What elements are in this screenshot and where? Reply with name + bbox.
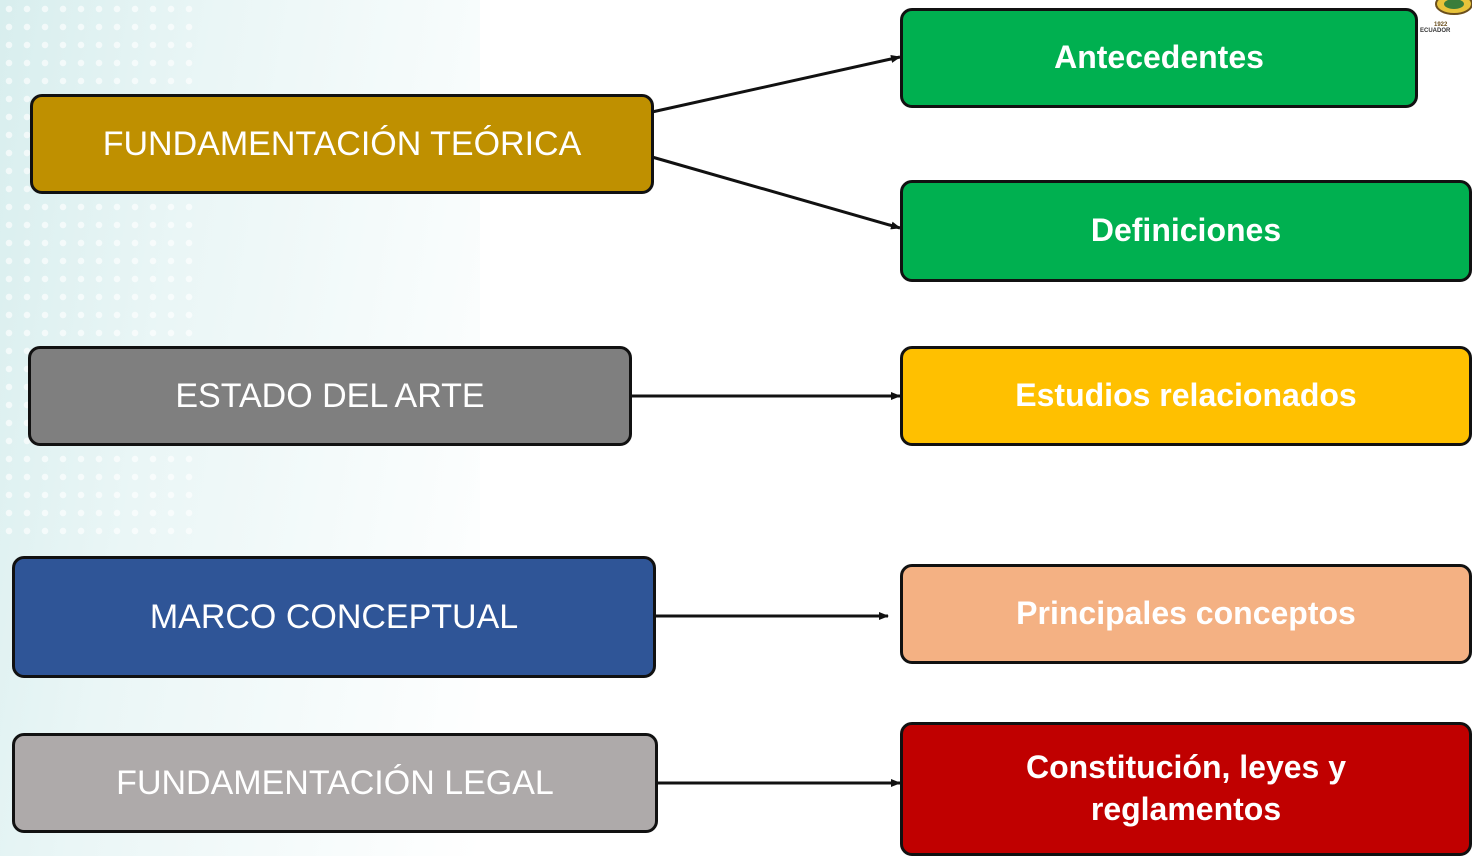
background-dot-pattern xyxy=(0,0,200,540)
logo-country: ECUADOR xyxy=(1420,28,1451,34)
arrow-teorica-definiciones xyxy=(651,155,901,230)
arrow-teorica-antecedentes xyxy=(651,55,901,114)
logo-year: 1922 xyxy=(1434,22,1448,28)
node-label: FUNDAMENTACIÓN LEGAL xyxy=(116,763,554,802)
logo-text: 1922 ECUADOR xyxy=(1420,22,1450,34)
node-definiciones: Definiciones xyxy=(900,180,1472,282)
node-estado-del-arte: ESTADO DEL ARTE xyxy=(28,346,632,446)
node-label: MARCO CONCEPTUAL xyxy=(149,597,519,636)
node-constitucion-leyes-reglamentos: Constitución, leyes y reglamentos xyxy=(900,722,1472,856)
node-marco-conceptual: MARCO CONCEPTUAL xyxy=(12,556,656,678)
node-estudios-relacionados: Estudios relacionados xyxy=(900,346,1472,446)
node-label: Constitución, leyes y reglamentos xyxy=(1025,749,1347,827)
node-principales-conceptos: Principales conceptos xyxy=(900,564,1472,664)
node-label: ESTADO DEL ARTE xyxy=(175,376,485,415)
node-label: FUNDAMENTACIÓN TEÓRICA xyxy=(102,124,582,163)
node-fundamentacion-legal: FUNDAMENTACIÓN LEGAL xyxy=(12,733,658,833)
node-label: Antecedentes xyxy=(1054,39,1264,76)
node-fundamentacion-teorica: FUNDAMENTACIÓN TEÓRICA xyxy=(30,94,654,194)
node-label: Estudios relacionados xyxy=(1015,377,1357,414)
node-label: Definiciones xyxy=(1090,212,1282,249)
node-antecedentes: Antecedentes xyxy=(900,8,1418,108)
node-label: Principales conceptos xyxy=(1016,595,1356,632)
institution-logo xyxy=(1435,0,1472,15)
